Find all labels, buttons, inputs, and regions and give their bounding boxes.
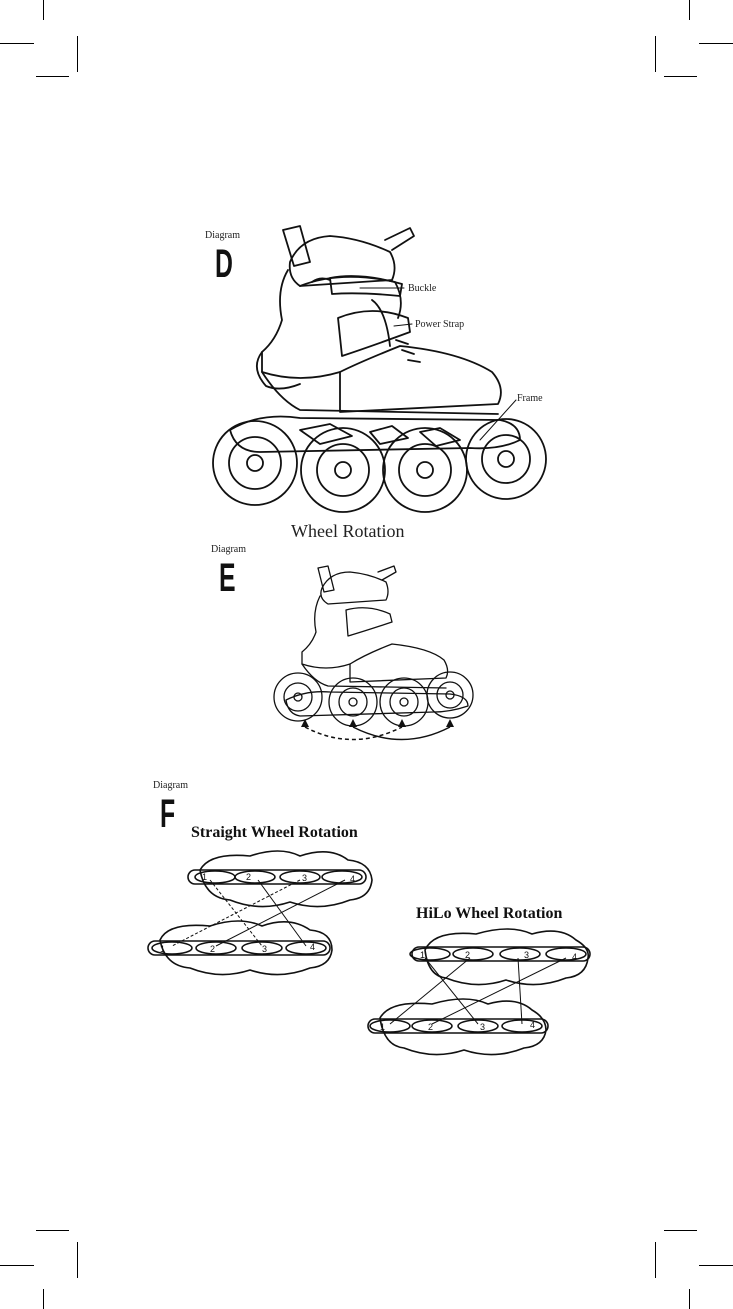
hilo-lower-wheel-2: 2	[428, 1022, 433, 1032]
hilo-upper-wheel-1: 1	[420, 950, 425, 960]
straight-upper-wheel-3: 3	[302, 873, 307, 883]
hilo-upper-wheel-3: 3	[524, 950, 529, 960]
straight-lower-wheel-4: 4	[310, 942, 315, 952]
wheel-rotation-frames: 1 2 3 4 1 2 3 4 1 2 3 4 1 2 3 4	[0, 0, 733, 1100]
hilo-lower-wheel-4: 4	[530, 1020, 535, 1030]
straight-lower-wheel-1: 1	[160, 944, 165, 954]
hilo-upper-wheel-4: 4	[572, 952, 577, 962]
straight-lower-wheel-3: 3	[262, 944, 267, 954]
hilo-lower-wheel-3: 3	[480, 1022, 485, 1032]
straight-upper-wheel-4: 4	[350, 874, 355, 884]
hilo-lower-wheel-1: 1	[380, 1022, 385, 1032]
straight-lower-wheel-2: 2	[210, 944, 215, 954]
straight-upper-wheel-2: 2	[246, 872, 251, 882]
straight-upper-wheel-1: 1	[202, 872, 207, 882]
hilo-upper-wheel-2: 2	[465, 950, 470, 960]
